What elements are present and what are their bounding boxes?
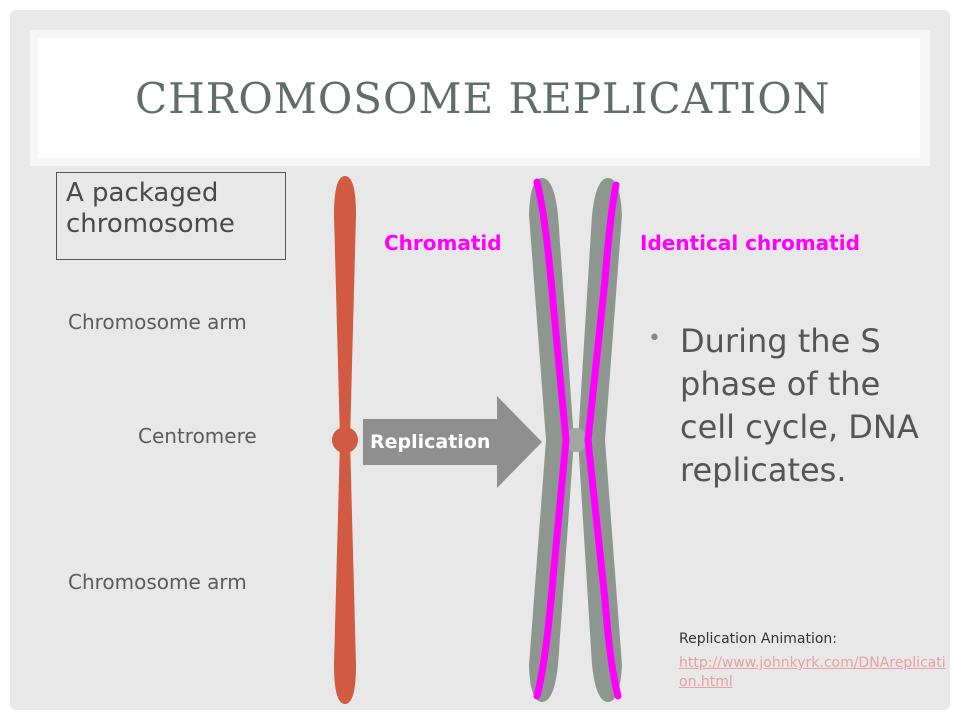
packaged-chromosome-label: A packaged chromosome	[66, 178, 235, 239]
right-chromatid-strand	[584, 181, 622, 700]
centromere-label: Centromere	[138, 424, 257, 448]
identical-chromatid-label: Identical chromatid	[640, 231, 860, 255]
animation-link[interactable]: http://www.johnkyrk.com/DNAreplication.h…	[679, 655, 946, 690]
title-panel	[38, 38, 920, 158]
packaged-chromosome-box	[56, 172, 286, 260]
replication-arrow	[363, 396, 542, 488]
bullet-dot-icon: •	[648, 326, 661, 351]
chromosome-arm-bottom-label: Chromosome arm	[68, 570, 247, 594]
left-chromatid	[529, 178, 574, 702]
animation-label: Replication Animation:	[679, 631, 838, 647]
bullet-text: During the S phase of the cell cycle, DN…	[680, 322, 919, 489]
chromosome-arm-top-label: Chromosome arm	[68, 310, 247, 334]
right-chromatid	[578, 178, 622, 702]
chromatid-label: Chromatid	[384, 231, 502, 255]
replicated-centromere-dot	[564, 428, 588, 452]
left-chromatid-strand	[533, 178, 570, 700]
replication-arrow-label: Replication	[370, 431, 491, 453]
centromere-dot	[332, 427, 358, 453]
slide-title: CHROMOSOME REPLICATION	[135, 74, 831, 123]
